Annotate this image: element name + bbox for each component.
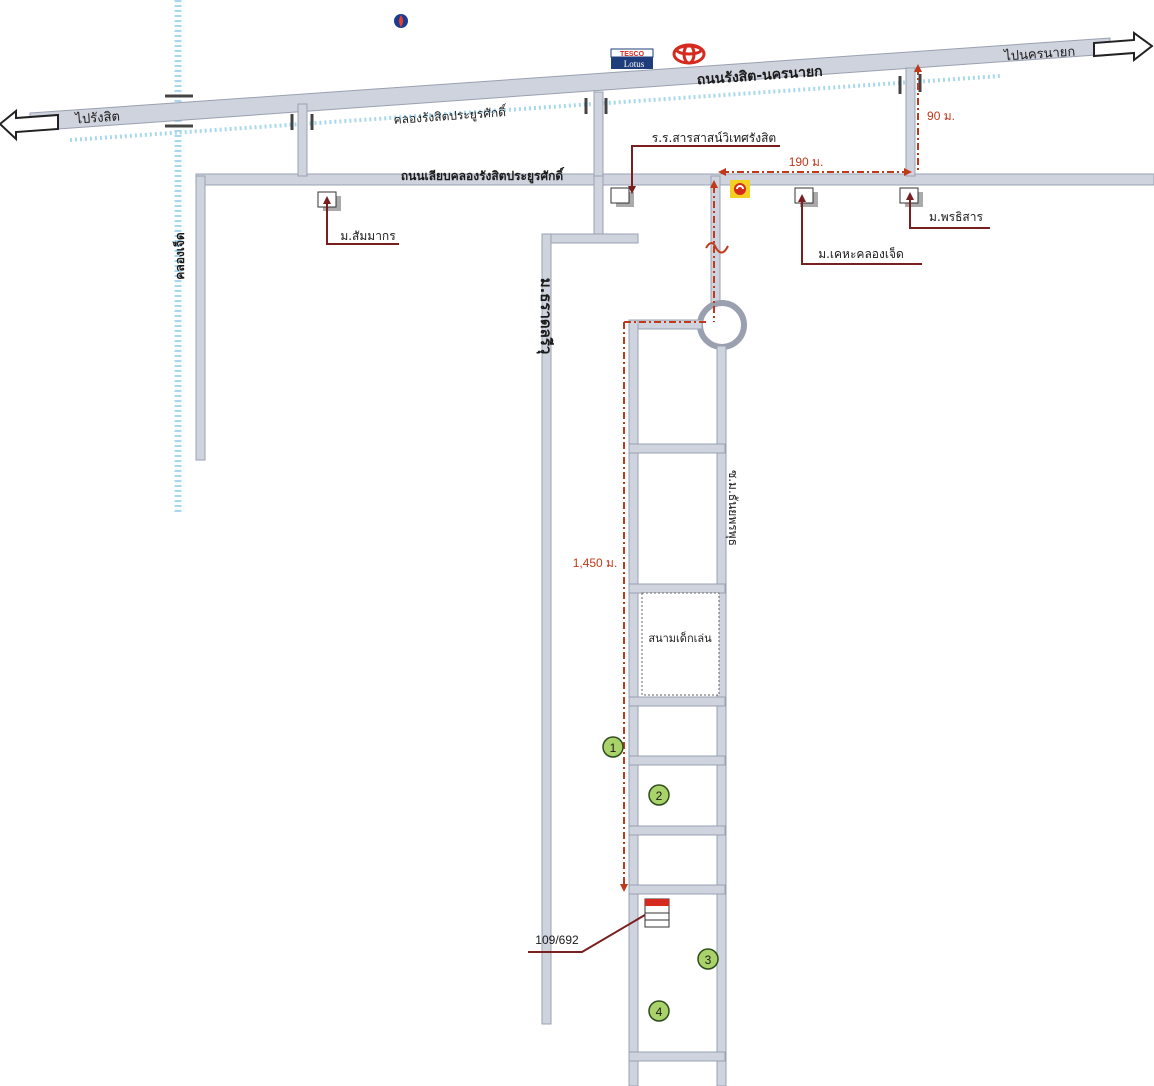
- label-canal-rangsit: คลองรังสิตประยูรศักดิ์: [393, 103, 508, 128]
- estate-cross-4: [628, 755, 726, 766]
- leader-arrow-sammakorn: [323, 196, 331, 204]
- canal-rangsit: [69, 74, 1001, 142]
- arrow-to-rangsit-icon: [0, 108, 59, 142]
- estate-cross-6: [628, 884, 726, 895]
- marker-4: 4: [648, 1000, 670, 1022]
- leader-arrow-kheha: [798, 194, 806, 202]
- label-playground: สนามเด็กเล่น: [648, 631, 712, 645]
- svg-text:1: 1: [610, 741, 617, 755]
- toyota-logo: [672, 43, 706, 65]
- label-destination-address: 109/692: [535, 933, 579, 947]
- leader-arrow-school: [628, 186, 636, 194]
- label-canal-7: คลองเจ็ด: [172, 232, 187, 280]
- marker-2: 2: [648, 784, 670, 806]
- gas-station-icon: [394, 14, 408, 28]
- arrowhead-down: [620, 884, 628, 892]
- label-to-nakhon-nayok: ไปนครนายก: [1003, 44, 1076, 65]
- route-lines: [623, 68, 919, 888]
- label-distance-90: 90 ม.: [927, 109, 955, 123]
- estate-cross-3: [628, 696, 726, 707]
- tesco-text: TESCO: [620, 51, 645, 58]
- frontage-road: [195, 173, 1154, 186]
- label-pornsiri: ม.พรธิสาร: [929, 210, 983, 224]
- leader-arrow-pornsiri: [906, 192, 914, 200]
- tharadol-branch: [541, 233, 639, 244]
- roundabout: [697, 300, 747, 350]
- svg-text:2: 2: [656, 789, 663, 803]
- tesco-lotus-logo: TESCO Lotus: [610, 48, 654, 69]
- connector-road-1: [297, 103, 308, 177]
- estate-cross-1: [628, 443, 726, 454]
- estate-cross-5: [628, 825, 726, 836]
- soi-road-south: [716, 345, 727, 1086]
- connector-road-2: [593, 91, 604, 177]
- label-distance-1450: 1,450 ม.: [573, 556, 618, 570]
- label-to-rangsit: ไปรังสิต: [74, 108, 121, 127]
- estate-cross-7: [628, 1051, 726, 1062]
- tharadol-connector: [593, 175, 604, 239]
- building-icon-school: [610, 187, 634, 207]
- khlong7-road: [195, 175, 206, 461]
- soi-road-north: [710, 175, 721, 305]
- label-school: ร.ร.สารสาสน์วิเทศรังสิต: [652, 131, 776, 145]
- squiggle-icon: [705, 242, 729, 254]
- label-frontage-road: ถนนเลียบคลองรังสิตประยูรศักดิ์: [401, 167, 565, 184]
- arrowhead-90: [914, 64, 922, 72]
- building-icon-kheha: [794, 187, 818, 207]
- svg-text:3: 3: [705, 953, 712, 967]
- tharadol-road: [541, 233, 552, 1025]
- bridge-icons: [165, 74, 922, 130]
- arrowhead-190-left: [718, 168, 726, 176]
- playground-box: [641, 592, 720, 696]
- arrowhead-up: [710, 180, 718, 188]
- destination-house-icon: [644, 898, 670, 928]
- leader-lines: [326, 145, 990, 953]
- label-kheha: ม.เคหะคลองเจ็ด: [818, 246, 904, 261]
- lotus-text: Lotus: [624, 59, 645, 69]
- label-sammakorn: ม.สัมมากร: [340, 229, 396, 243]
- connector-road-3: [905, 67, 916, 177]
- convenience-store-icon: [730, 180, 750, 198]
- label-soi-right: ซ.ม.ธันยพรพุธ: [725, 470, 740, 546]
- svg-text:4: 4: [656, 1005, 663, 1019]
- marker-1: 1: [602, 736, 624, 758]
- estate-cross-2: [628, 583, 726, 594]
- arrowhead-190-right: [904, 168, 912, 176]
- marker-3: 3: [697, 948, 719, 970]
- label-tharadol: ม.ธราดลรีวุ: [536, 278, 555, 355]
- arrow-to-nakhon-nayok-icon: [1093, 31, 1154, 63]
- label-distance-190: 190 ม.: [789, 155, 824, 169]
